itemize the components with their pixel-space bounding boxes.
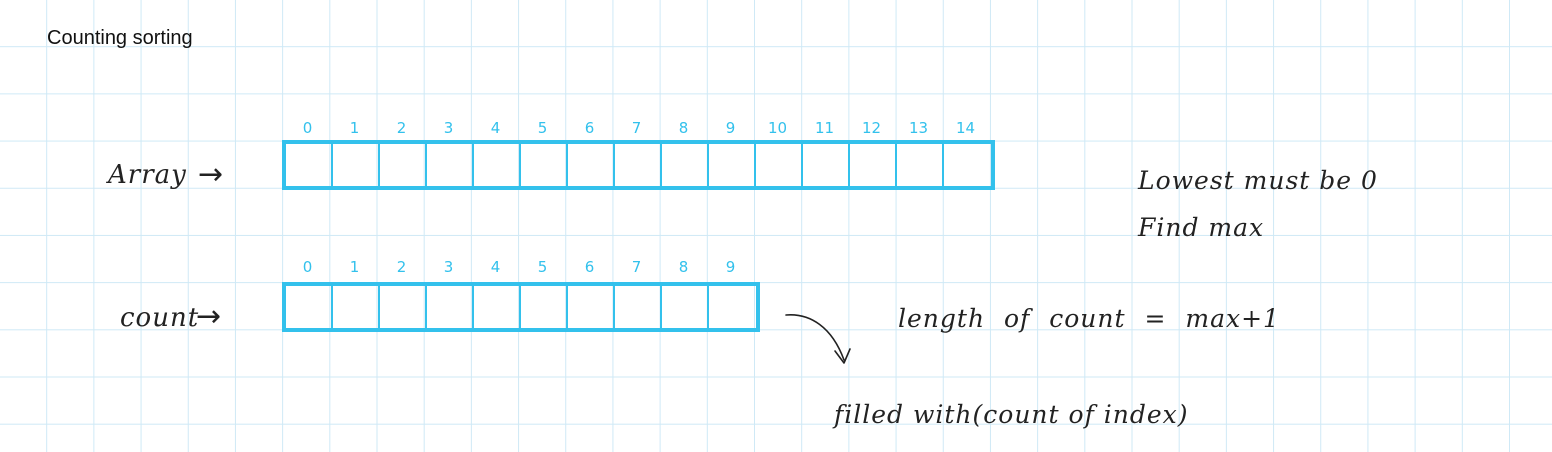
count-index-label: 7 — [631, 258, 642, 276]
array-index-label: 12 — [861, 119, 882, 137]
count-index-label: 4 — [490, 258, 501, 276]
count-cell — [568, 286, 615, 328]
array-index-label: 3 — [443, 119, 454, 137]
count-index-label: 8 — [678, 258, 689, 276]
array-cell — [897, 144, 944, 186]
array-cell — [709, 144, 756, 186]
count-cell — [521, 286, 568, 328]
count-arrow-icon: → — [196, 299, 222, 334]
array-index-label: 11 — [814, 119, 835, 137]
array-cell — [850, 144, 897, 186]
count-label: count — [120, 303, 200, 333]
count-index-label: 5 — [537, 258, 548, 276]
count-index-label: 9 — [725, 258, 736, 276]
array-cell — [944, 144, 991, 186]
array-arrow-icon: → — [198, 157, 224, 192]
note-length: length of count = max+1 — [898, 304, 1280, 333]
count-index-label: 2 — [396, 258, 407, 276]
array-index-label: 10 — [767, 119, 788, 137]
count-index-label: 0 — [302, 258, 313, 276]
array-cell — [333, 144, 380, 186]
array-cell — [662, 144, 709, 186]
array-cell — [803, 144, 850, 186]
array-label: Array — [108, 160, 187, 190]
array-cells — [282, 140, 995, 190]
page-title: Counting sorting — [47, 27, 193, 49]
note-filled: filled with(count of index) — [834, 400, 1189, 429]
count-cell — [427, 286, 474, 328]
count-cell — [474, 286, 521, 328]
array-cell — [474, 144, 521, 186]
count-cell — [615, 286, 662, 328]
count-index-label: 6 — [584, 258, 595, 276]
count-index-label: 1 — [349, 258, 360, 276]
array-cell — [756, 144, 803, 186]
count-cells — [282, 282, 760, 332]
count-cell — [286, 286, 333, 328]
array-index-label: 13 — [908, 119, 929, 137]
array-index-label: 9 — [725, 119, 736, 137]
array-index-label: 5 — [537, 119, 548, 137]
note-lowest: Lowest must be 0 — [1138, 166, 1378, 195]
array-index-label: 14 — [955, 119, 976, 137]
array-index-label: 6 — [584, 119, 595, 137]
array-index-label: 4 — [490, 119, 501, 137]
array-cell — [286, 144, 333, 186]
count-cell — [709, 286, 756, 328]
array-index-label: 1 — [349, 119, 360, 137]
note-find-max: Find max — [1138, 213, 1265, 242]
array-index-label: 0 — [302, 119, 313, 137]
array-cell — [380, 144, 427, 186]
array-cell — [521, 144, 568, 186]
count-index-label: 3 — [443, 258, 454, 276]
array-index-label: 8 — [678, 119, 689, 137]
array-cell — [615, 144, 662, 186]
array-cell — [568, 144, 615, 186]
array-index-label: 7 — [631, 119, 642, 137]
count-cell — [380, 286, 427, 328]
count-cell — [662, 286, 709, 328]
count-index-labels: 0 1 2 3 4 5 6 7 8 9 — [284, 257, 754, 277]
array-index-label: 2 — [396, 119, 407, 137]
curved-arrow-icon — [785, 314, 851, 364]
array-cell — [427, 144, 474, 186]
count-cell — [333, 286, 380, 328]
